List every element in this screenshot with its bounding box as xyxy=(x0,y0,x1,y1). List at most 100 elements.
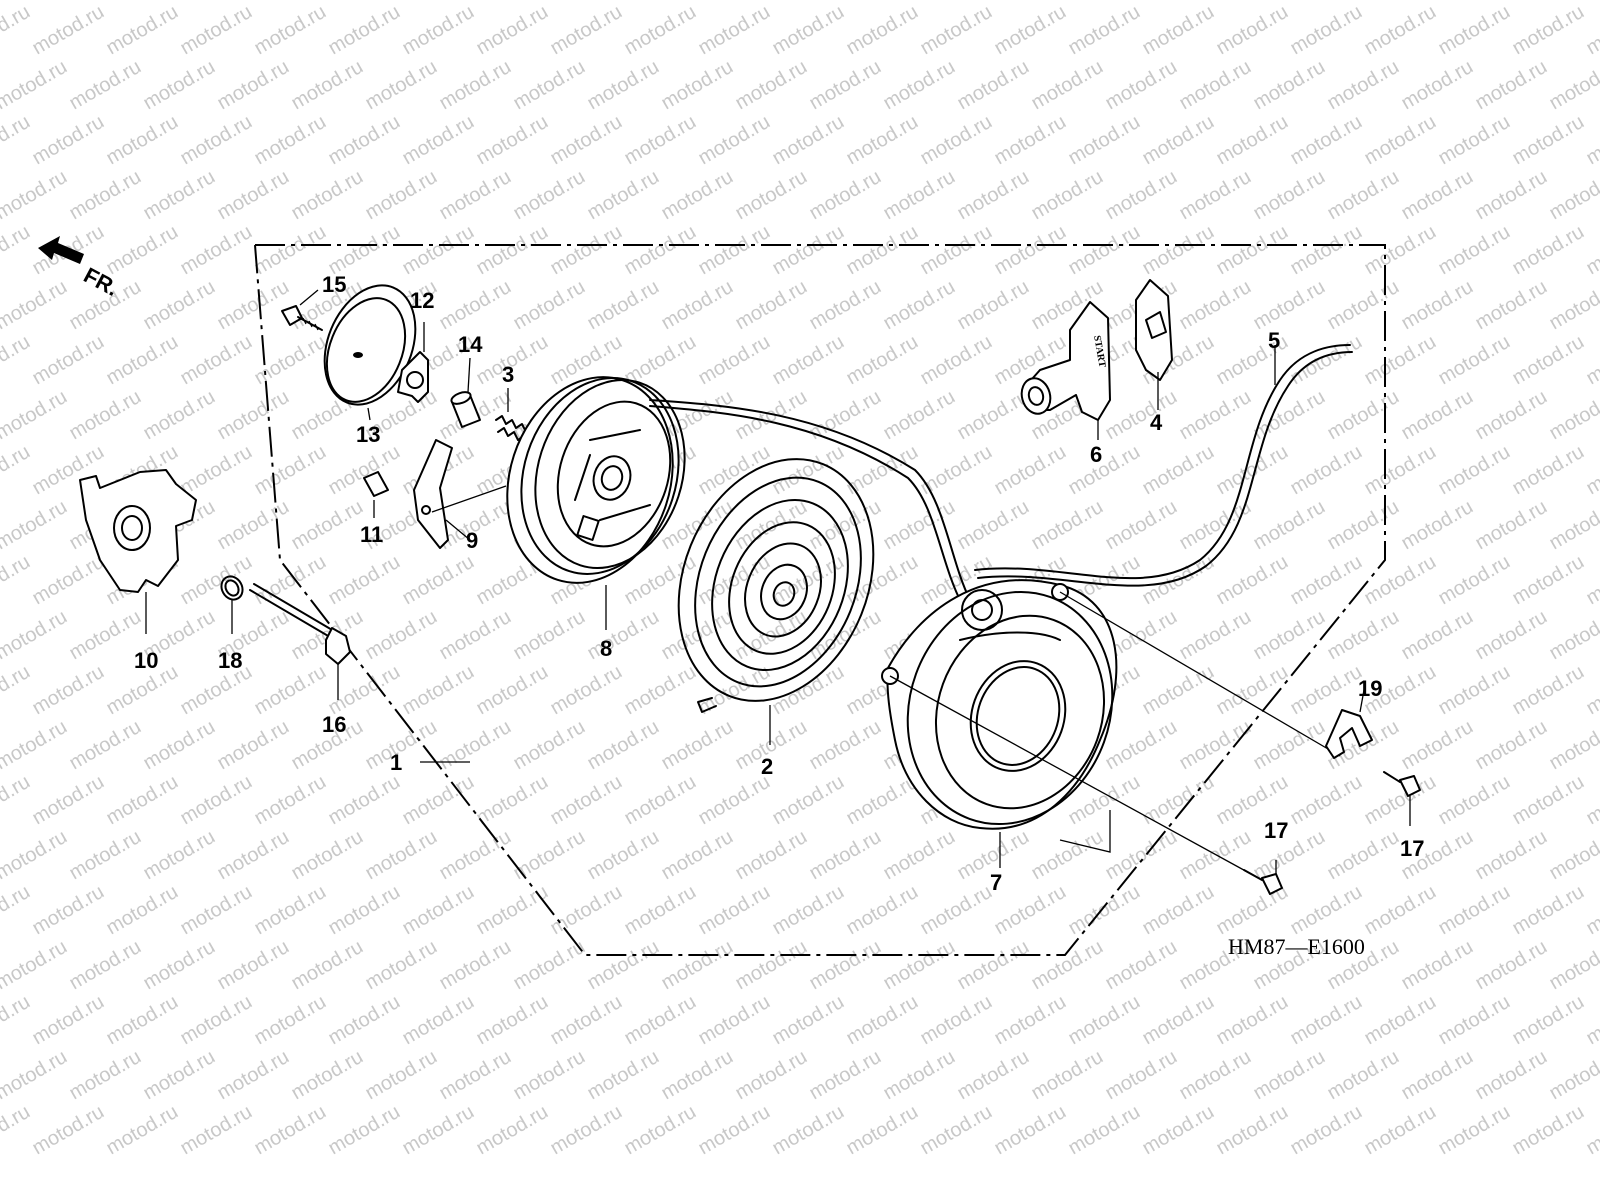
watermark-text: motod.ru xyxy=(1546,826,1600,885)
watermark-text: motod.ru xyxy=(1509,331,1588,390)
callout-5: 5 xyxy=(1268,328,1280,353)
watermark-text: motod.ru xyxy=(325,441,404,500)
watermark-text: motod.ru xyxy=(1324,496,1403,555)
watermark-text: motod.ru xyxy=(1361,111,1440,170)
watermark-text: motod.ru xyxy=(66,1046,145,1105)
callout-17b: 17 xyxy=(1400,836,1424,861)
watermark-text: motod.ru xyxy=(436,276,515,335)
watermark-text: motod.ru xyxy=(288,1046,367,1105)
watermark-text: motod.ru xyxy=(325,221,404,280)
watermark-text: motod.ru xyxy=(1287,991,1366,1050)
watermark-text: motod.ru xyxy=(1583,881,1600,940)
watermark-text: motod.ru xyxy=(843,221,922,280)
watermark-text: motod.ru xyxy=(1583,1,1600,60)
watermark-text: motod.ru xyxy=(1176,606,1255,665)
watermark-text: motod.ru xyxy=(251,441,330,500)
watermark-text: motod.ru xyxy=(66,166,145,225)
watermark-text: motod.ru xyxy=(621,881,700,940)
watermark-text: motod.ru xyxy=(140,56,219,115)
grip-cap-4 xyxy=(1135,279,1173,410)
watermark-text: motod.ru xyxy=(1324,276,1403,335)
watermark-text: motod.ru xyxy=(806,276,885,335)
callout-19: 19 xyxy=(1358,676,1382,701)
watermark-text: motod.ru xyxy=(1287,661,1366,720)
watermark-text: motod.ru xyxy=(880,826,959,885)
callout-11: 11 xyxy=(360,522,383,547)
watermark-text: motod.ru xyxy=(1435,661,1514,720)
watermark-text: motod.ru xyxy=(880,1046,959,1105)
callout-2: 2 xyxy=(761,754,773,779)
watermark-text: motod.ru xyxy=(1361,991,1440,1050)
watermark-text: motod.ru xyxy=(806,166,885,225)
watermark-text: motod.ru xyxy=(1509,771,1588,830)
watermark-text: motod.ru xyxy=(1583,331,1600,390)
watermark-text: motod.ru xyxy=(1139,991,1218,1050)
watermark-text: motod.ru xyxy=(1361,1,1440,60)
watermark-text: motod.ru xyxy=(177,661,256,720)
watermark-text: motod.ru xyxy=(843,1101,922,1160)
watermark-text: motod.ru xyxy=(584,276,663,335)
watermark-text: motod.ru xyxy=(1065,221,1144,280)
watermark-text: motod.ru xyxy=(695,1101,774,1160)
watermark-text: motod.ru xyxy=(362,936,441,995)
watermark-text: motod.ru xyxy=(1250,606,1329,665)
watermark-text: motod.ru xyxy=(1065,1,1144,60)
watermark-text: motod.ru xyxy=(1546,276,1600,335)
watermark-text: motod.ru xyxy=(1176,826,1255,885)
watermark-text: motod.ru xyxy=(658,276,737,335)
watermark-text: motod.ru xyxy=(658,1046,737,1105)
watermark-text: motod.ru xyxy=(1250,276,1329,335)
watermark-text: motod.ru xyxy=(1028,826,1107,885)
watermark-text: motod.ru xyxy=(695,221,774,280)
watermark-text: motod.ru xyxy=(1028,1046,1107,1105)
watermark-text: motod.ru xyxy=(917,111,996,170)
watermark-text: motod.ru xyxy=(29,1101,108,1160)
watermark-text: motod.ru xyxy=(362,166,441,225)
watermark-text: motod.ru xyxy=(177,221,256,280)
bracket-line xyxy=(1059,810,1111,853)
callout-3: 3 xyxy=(502,362,514,387)
watermark-text: motod.ru xyxy=(880,496,959,555)
watermark-text: motod.ru xyxy=(399,881,478,940)
watermark-text: motod.ru xyxy=(547,111,626,170)
watermark-text: motod.ru xyxy=(1028,56,1107,115)
bolt-17b xyxy=(1383,771,1421,826)
watermark-text: motod.ru xyxy=(1176,0,1255,4)
watermark-text: motod.ru xyxy=(325,551,404,610)
watermark-text: motod.ru xyxy=(695,991,774,1050)
watermark-text: motod.ru xyxy=(103,771,182,830)
watermark-text: motod.ru xyxy=(510,716,589,775)
watermark-text: motod.ru xyxy=(658,496,737,555)
watermark-text: motod.ru xyxy=(547,881,626,940)
watermark-text: motod.ru xyxy=(1139,1,1218,60)
watermark-text: motod.ru xyxy=(436,166,515,225)
watermark-text: motod.ru xyxy=(621,1,700,60)
watermark-text: motod.ru xyxy=(1324,166,1403,225)
watermark-text: motod.ru xyxy=(769,331,848,390)
watermark-text: motod.ru xyxy=(917,1101,996,1160)
watermark-text: motod.ru xyxy=(1250,496,1329,555)
watermark-text: motod.ru xyxy=(1213,991,1292,1050)
watermark-text: motod.ru xyxy=(1065,111,1144,170)
watermark-text: motod.ru xyxy=(473,661,552,720)
watermark-text: motod.ru xyxy=(1398,716,1477,775)
watermark-text: motod.ru xyxy=(769,1,848,60)
watermark-text: motod.ru xyxy=(288,826,367,885)
watermark-text: motod.ru xyxy=(0,716,71,775)
watermark-text: motod.ru xyxy=(658,826,737,885)
watermark-text: motod.ru xyxy=(1065,441,1144,500)
watermark-text: motod.ru xyxy=(1287,221,1366,280)
watermark-text: motod.ru xyxy=(584,606,663,665)
watermark-text: motod.ru xyxy=(1176,386,1255,445)
watermark-text: motod.ru xyxy=(1139,1101,1218,1160)
watermark-text: motod.ru xyxy=(806,936,885,995)
watermark-text: motod.ru xyxy=(1472,496,1551,555)
watermark-text: motod.ru xyxy=(66,386,145,445)
callout-8: 8 xyxy=(600,636,612,661)
watermark-text: motod.ru xyxy=(0,551,34,610)
watermark-text: motod.ru xyxy=(1546,386,1600,445)
watermark-text: motod.ru xyxy=(288,56,367,115)
watermark-text: motod.ru xyxy=(547,771,626,830)
watermark-text: motod.ru xyxy=(362,56,441,115)
watermark-text: motod.ru xyxy=(214,496,293,555)
